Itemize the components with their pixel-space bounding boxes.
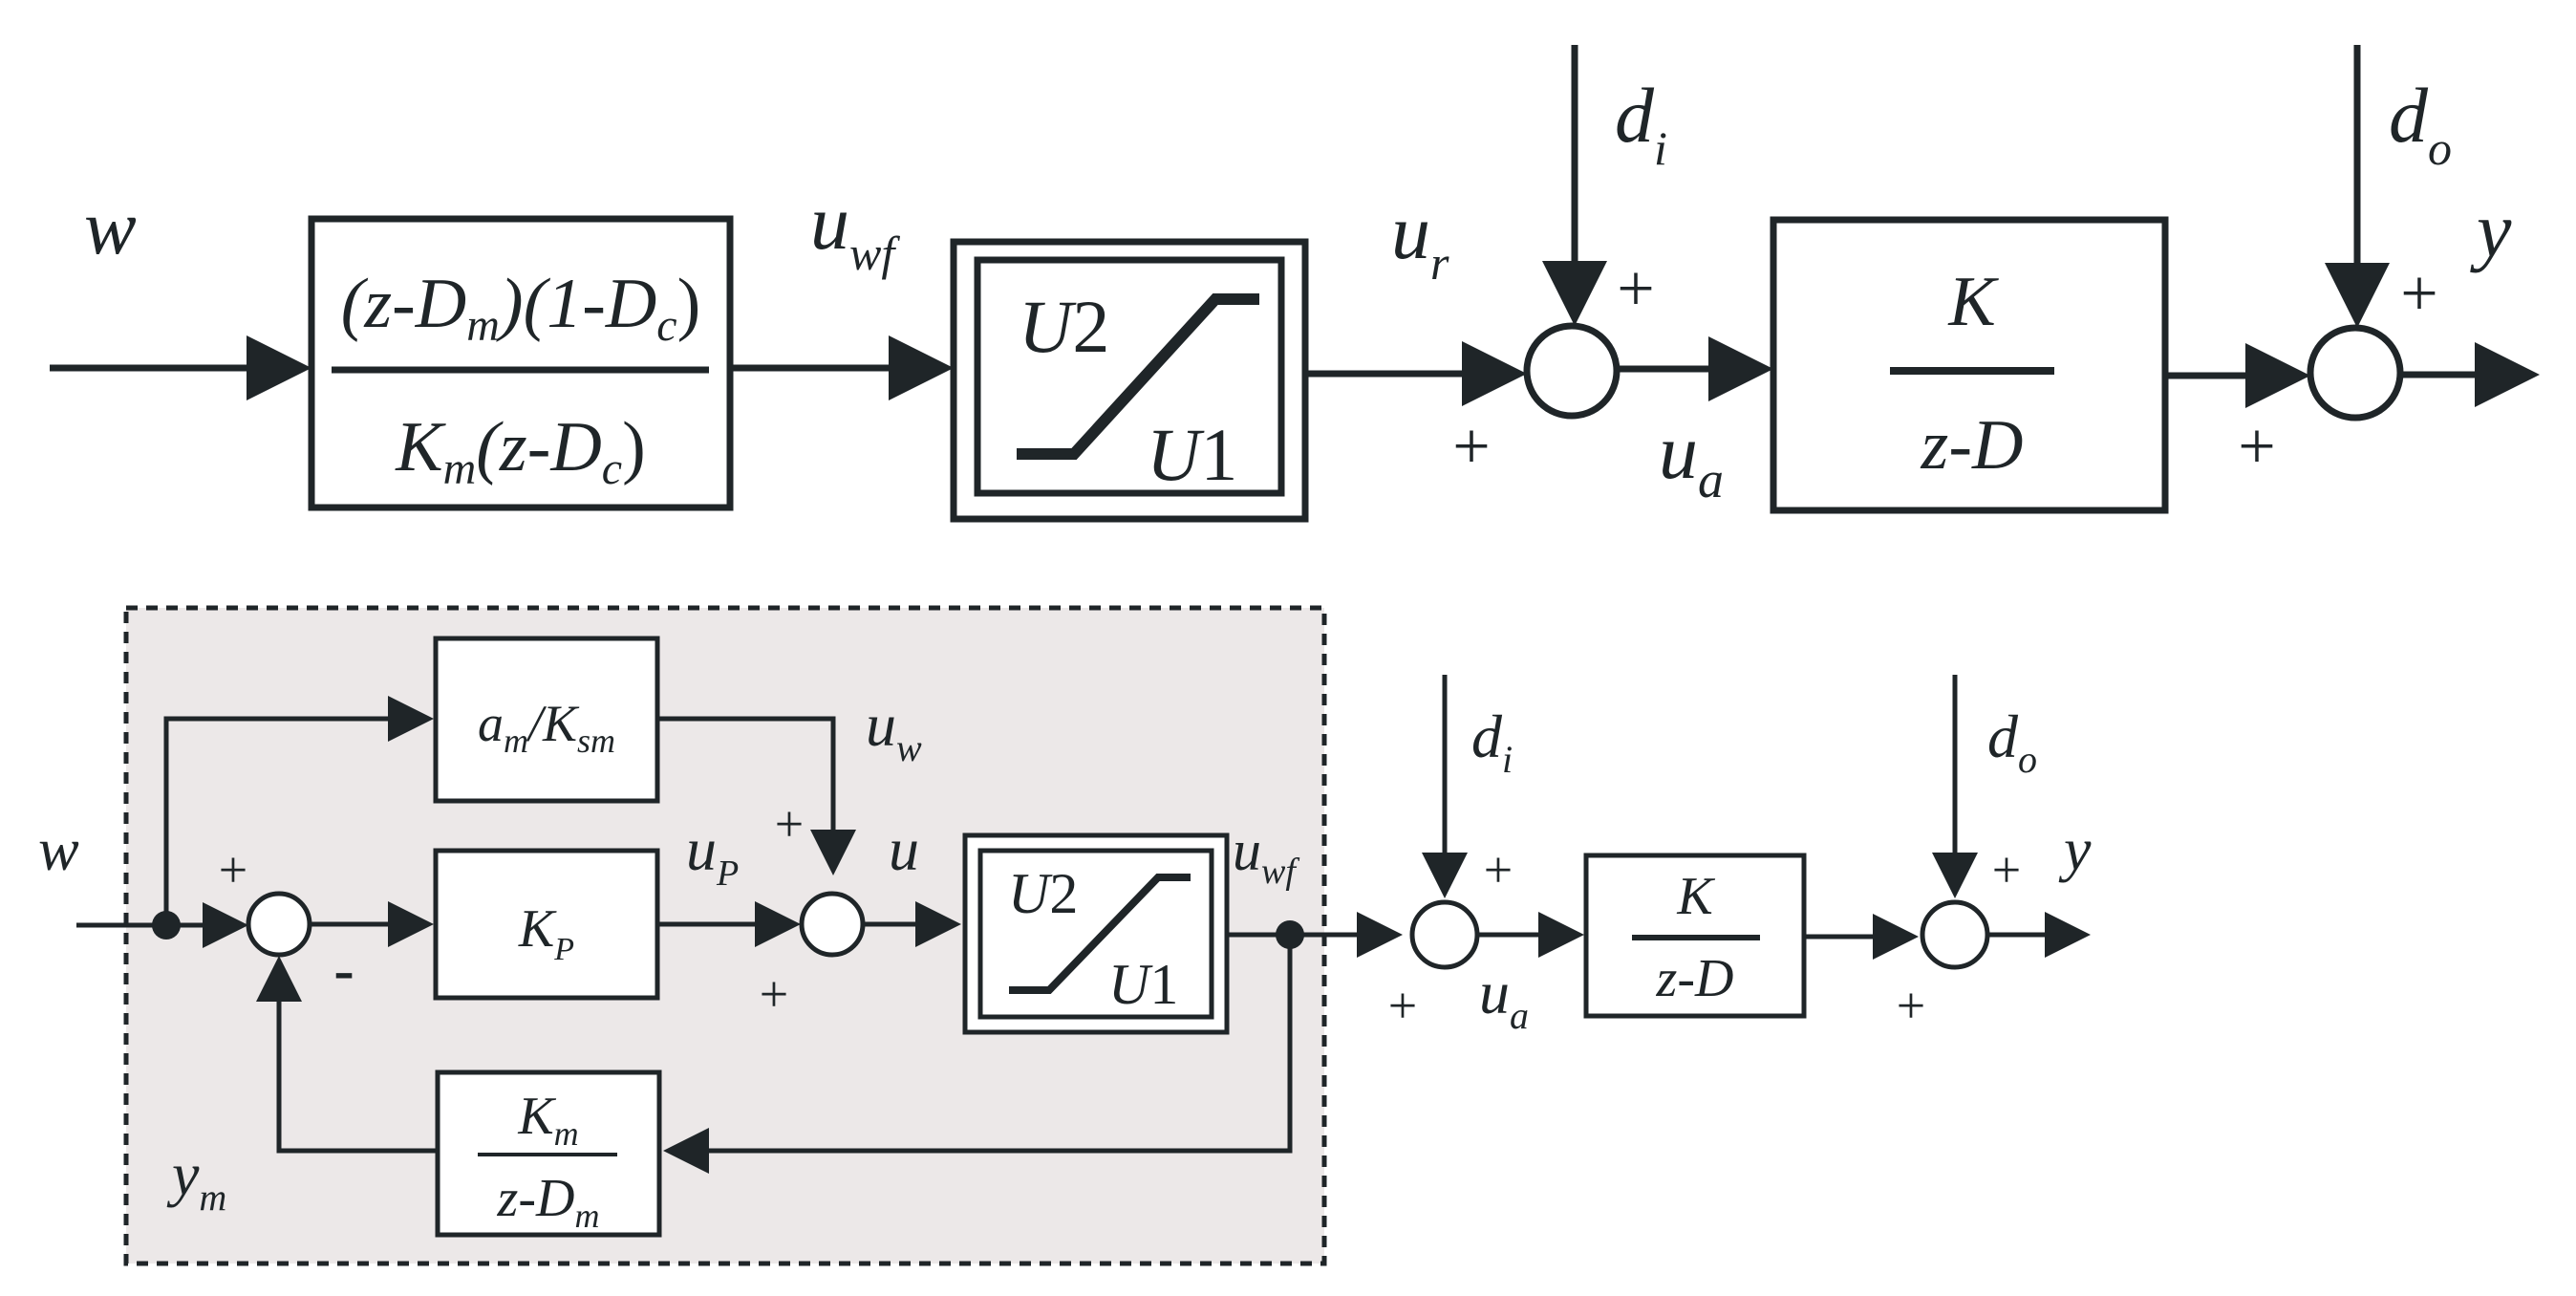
arrow-head <box>1538 912 1584 958</box>
saturation2-upper-label: U2 <box>1008 862 1078 925</box>
arrow-head <box>755 901 801 947</box>
arrow-head <box>1422 853 1468 898</box>
sum2-top-sign: + <box>2400 257 2437 331</box>
output-label: y <box>2470 186 2512 273</box>
sum1-left-sign: + <box>1452 410 1490 484</box>
saturation2-lower-label: U1 <box>1108 953 1178 1016</box>
arrow-head <box>1542 261 1607 326</box>
summing-junction-a <box>246 891 312 958</box>
input-label-2: w <box>38 815 79 883</box>
arrow-head <box>1357 912 1403 958</box>
model-output-label: ym <box>166 1140 226 1219</box>
summing-junction-1 <box>1523 322 1621 420</box>
sum2b-top-sign: + <box>1992 841 2021 898</box>
sum-a-bottom-sign: - <box>333 936 354 1004</box>
arrow-head <box>247 335 311 400</box>
saturation-lower-label: U1 <box>1147 413 1237 496</box>
arrow-head <box>1873 914 1919 960</box>
summing-junction-2 <box>2307 324 2404 421</box>
arrow-head <box>388 901 434 947</box>
input-label: w <box>84 184 137 270</box>
arrow-head <box>663 1128 709 1174</box>
arrow-head <box>889 335 954 400</box>
arrow-head <box>2045 912 2091 958</box>
output-disturbance-label: do <box>2389 72 2452 175</box>
arrow-head <box>1932 853 1978 898</box>
bottom-diagram: w am/Ksm uw KP uP u U2 U1 uwf Km z-Dm <box>38 605 2092 1266</box>
arrow-head <box>1708 336 1773 401</box>
control-signal-label: u <box>889 815 919 883</box>
plant-denominator: z-D <box>1921 406 2024 485</box>
saturation-output-label: ur <box>1391 188 1449 290</box>
model-numerator: Km <box>517 1087 578 1153</box>
output-label-2: y <box>2058 815 2092 883</box>
sum-b-top-sign: + <box>775 795 804 853</box>
sum2-left-sign: + <box>2238 410 2275 484</box>
feedforward-label: am/Ksm <box>478 695 615 760</box>
input-disturbance-label-2: di <box>1471 702 1513 781</box>
saturation2-output-label: uwf <box>1233 819 1299 892</box>
plant-block <box>1770 216 2169 514</box>
saturation-upper-label: U2 <box>1019 285 1109 368</box>
plant-input-label-2: ua <box>1479 959 1529 1037</box>
arrow-head <box>256 956 302 1002</box>
input-disturbance-label: di <box>1615 72 1667 175</box>
prefilter-output-label: uwf <box>810 179 900 280</box>
arrow-head <box>388 696 434 742</box>
plant-input-label: ua <box>1659 408 1724 508</box>
saturation-block <box>950 238 1309 523</box>
sum1b-top-sign: + <box>1484 841 1513 898</box>
sum1b-bottom-sign: + <box>1388 977 1417 1034</box>
output-disturbance-label-2: do <box>1987 702 2037 781</box>
prefilter-block <box>308 215 734 511</box>
sum-a-top-sign: + <box>219 841 247 898</box>
summing-junction-2b <box>1920 899 1990 970</box>
top-diagram: w (z-Dm)(1-Dc) Km(z-Dc) uwf U2 U1 ur di … <box>50 45 2540 523</box>
arrow-head <box>2325 263 2390 328</box>
arrow-head <box>915 901 961 947</box>
sum-b-bottom-sign: + <box>760 965 788 1023</box>
arrow-head <box>1462 341 1527 406</box>
gain-output-label: uP <box>686 815 739 894</box>
arrow-head <box>810 830 856 875</box>
summing-junction-b <box>799 891 866 958</box>
plant2-denominator: z-D <box>1656 949 1734 1008</box>
model-denominator: z-Dm <box>497 1169 600 1235</box>
saturation-curve <box>1017 293 1259 460</box>
arrow-head <box>2475 342 2540 407</box>
gain-block <box>433 848 660 1001</box>
sum2b-bottom-sign: + <box>1897 977 1925 1034</box>
saturation-block-2 <box>962 832 1230 1035</box>
plant2-numerator: K <box>1676 867 1715 926</box>
summing-junction-1b <box>1409 899 1480 970</box>
sum1-top-sign: + <box>1617 252 1654 326</box>
gain-label: KP <box>518 899 574 967</box>
arrow-head <box>2245 343 2310 408</box>
prefilter-denominator: Km(z-Dc) <box>395 408 646 494</box>
prefilter-numerator: (z-Dm)(1-Dc) <box>341 265 701 351</box>
saturation-curve-2 <box>1009 874 1191 994</box>
plant-numerator: K <box>1947 263 1999 341</box>
arrow-head <box>203 902 248 948</box>
feedforward-output-label: uw <box>866 691 922 769</box>
